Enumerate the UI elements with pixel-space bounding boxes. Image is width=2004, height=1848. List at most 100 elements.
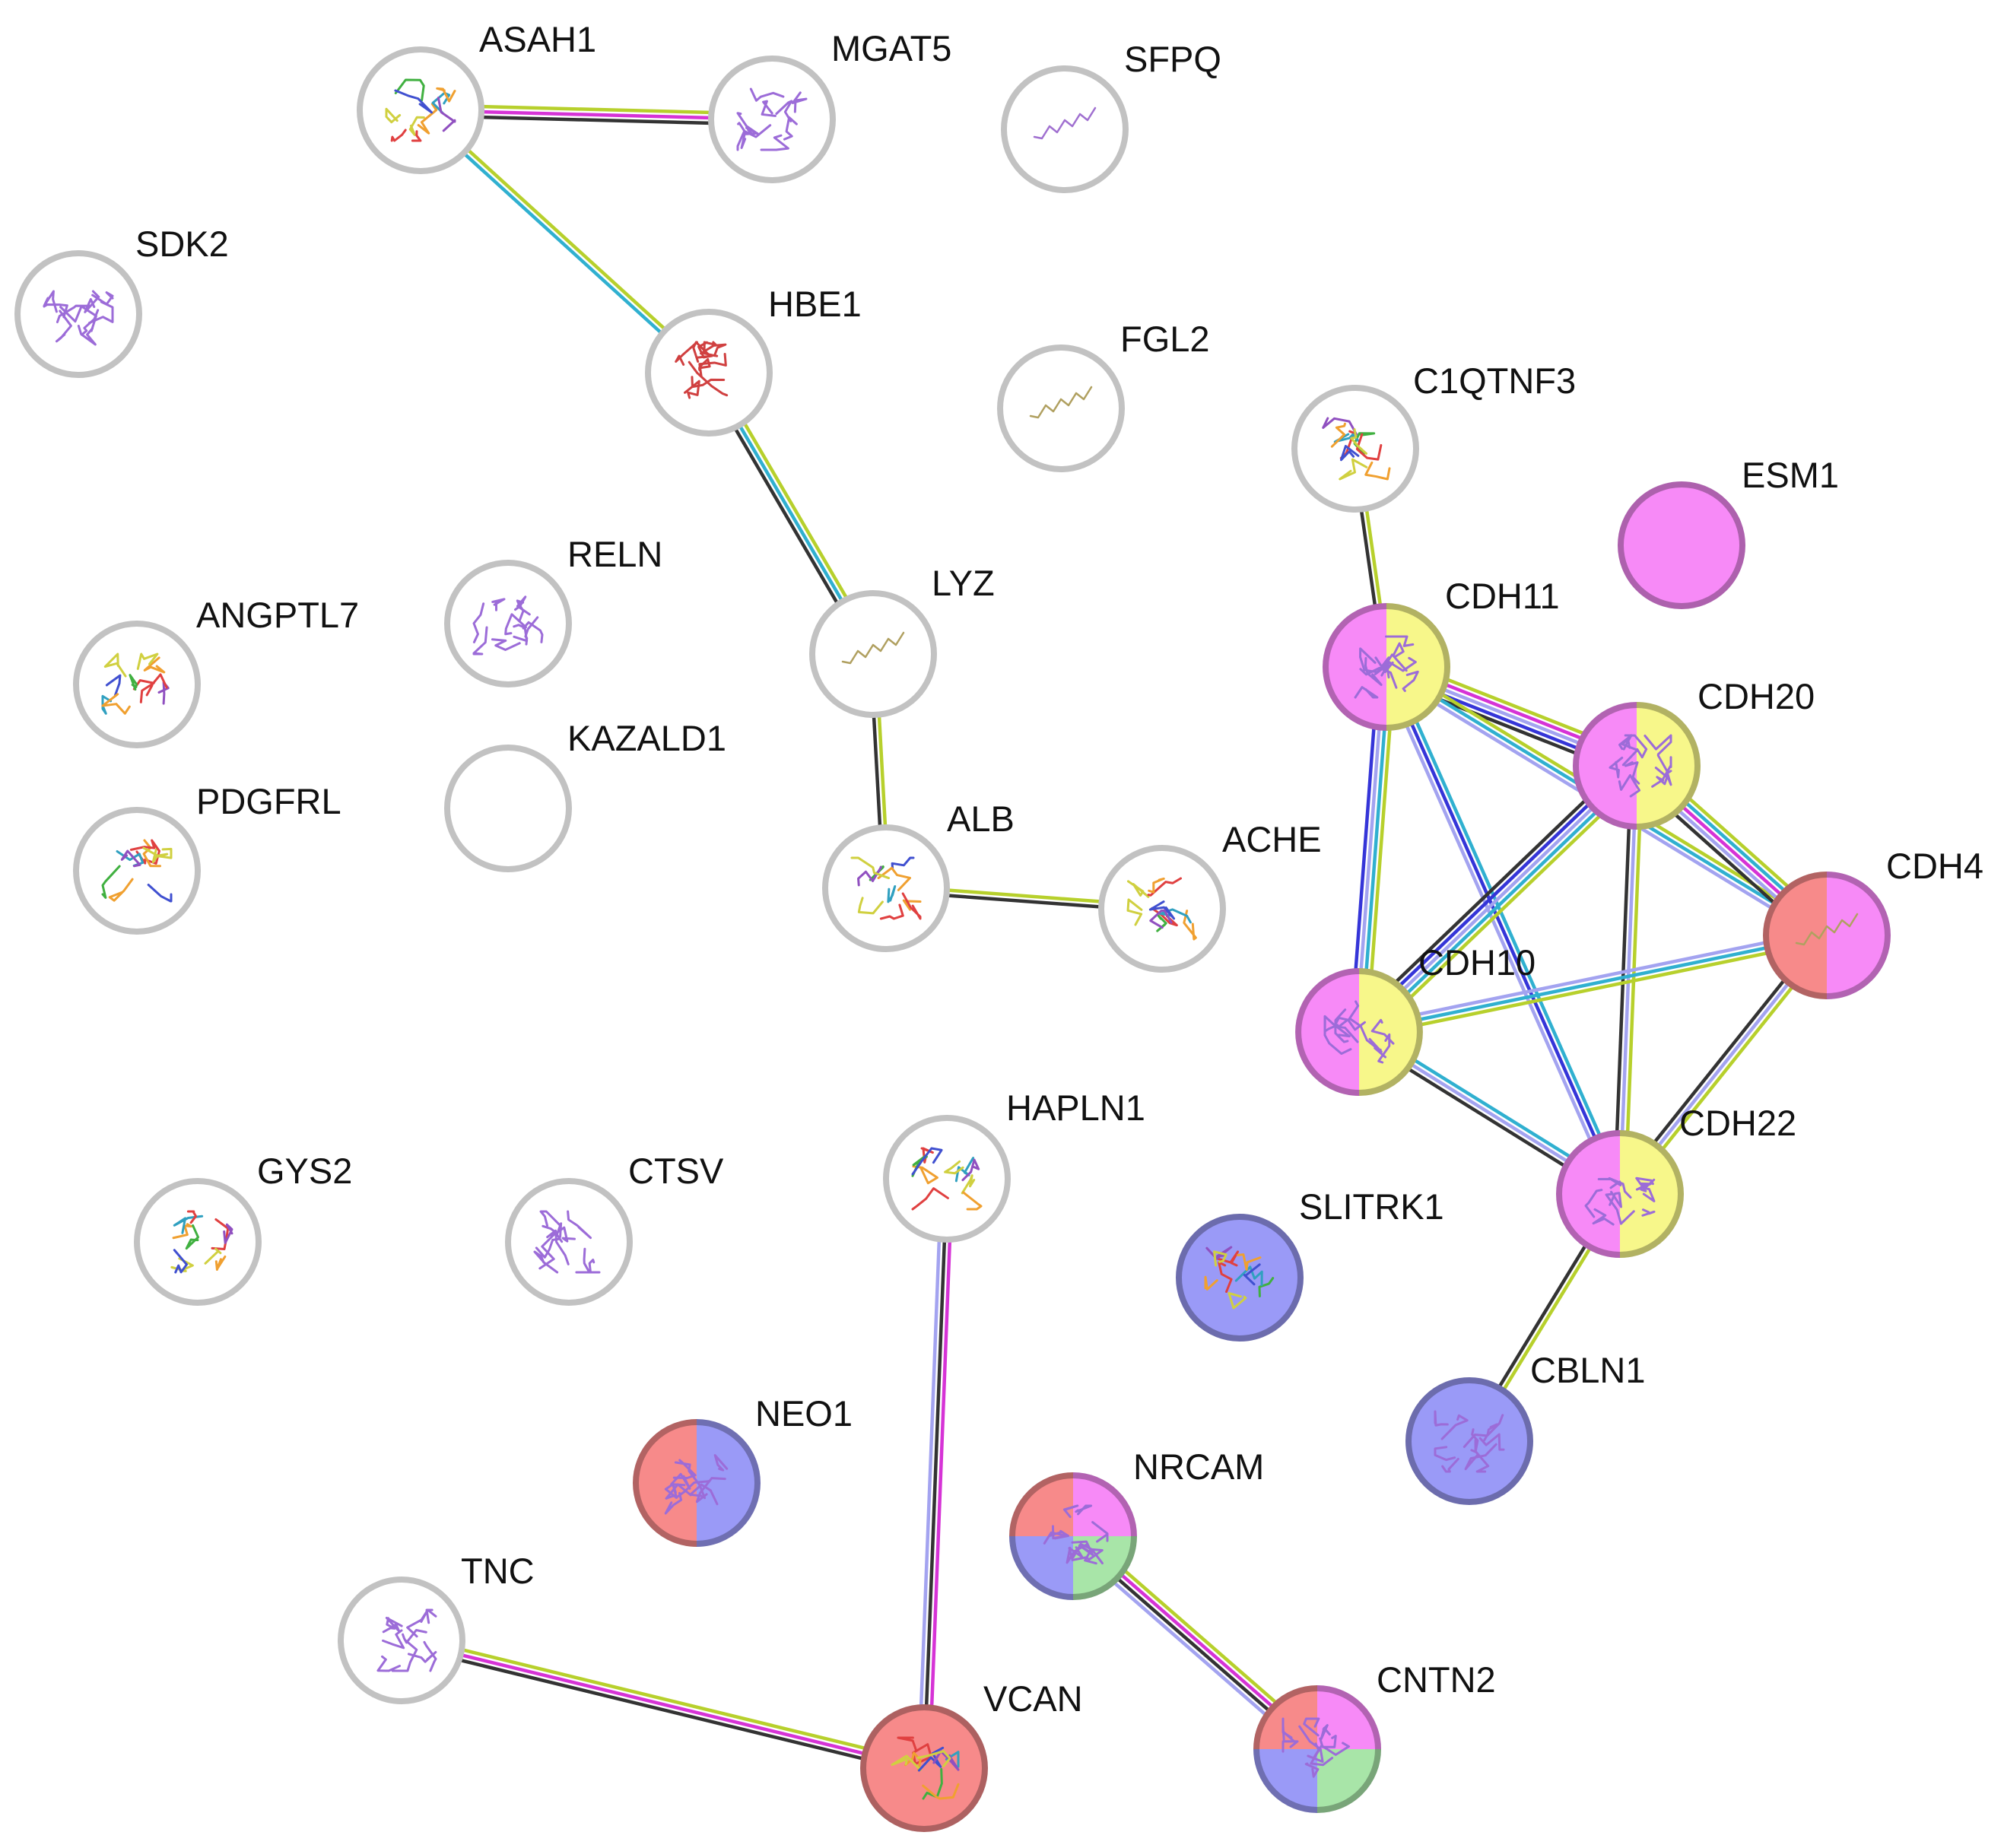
node-fgl2[interactable]: FGL2 (997, 319, 1210, 472)
node-fill-quadrant (1012, 1475, 1073, 1536)
node-sfpq[interactable]: SFPQ (1001, 39, 1221, 193)
node-ring-arc (1253, 1685, 1318, 1750)
structure-glyph (382, 1617, 396, 1634)
structure-glyph (1608, 1176, 1622, 1189)
structure-glyph (1654, 767, 1669, 786)
structure-glyph (1062, 1504, 1079, 1519)
node-pdgfrl[interactable]: PDGFRL (73, 781, 341, 935)
structure-glyph (402, 1628, 427, 1644)
node-c1qtnf3[interactable]: C1QTNF3 (1291, 360, 1576, 513)
structure-glyph (695, 1477, 726, 1503)
structure-glyph (1584, 1189, 1603, 1218)
node-gys2[interactable]: GYS2 (134, 1151, 352, 1306)
node-esm1[interactable]: ESM1 (1618, 455, 1839, 609)
node-tnc[interactable]: TNC (338, 1551, 535, 1704)
node-ache[interactable]: ACHE (1098, 819, 1322, 973)
node-fill (1004, 68, 1126, 190)
structure-glyph (43, 303, 68, 319)
node-fill (711, 59, 833, 180)
edge-tnc-vcan[interactable] (399, 1634, 926, 1775)
node-cdh4[interactable]: CDH4 (1763, 846, 1983, 999)
node-ring (809, 590, 937, 718)
node-ring (338, 1577, 465, 1704)
structure-glyph (1380, 656, 1417, 677)
node-label: GYS2 (257, 1151, 352, 1191)
node-ring-arc (1072, 1472, 1137, 1537)
node-alb[interactable]: ALB (822, 799, 1015, 952)
node-cdh11[interactable]: CDH11 (1323, 576, 1560, 731)
evidence-line-lavender (1358, 928, 1827, 1029)
structure-glyph (1218, 1261, 1233, 1294)
structure-glyph (713, 1454, 729, 1472)
node-label: ESM1 (1742, 455, 1839, 495)
node-cdh20[interactable]: CDH20 (1573, 676, 1815, 830)
structure-glyph (1339, 445, 1360, 462)
node-lyz[interactable]: LYZ (809, 563, 995, 718)
edge-cdh20-cdh10[interactable] (1350, 757, 1646, 1041)
node-ring-arc (696, 1419, 761, 1547)
node-kazald1[interactable]: KAZALD1 (444, 718, 726, 872)
node-cdh10[interactable]: CDH10 (1295, 942, 1536, 1096)
structure-glyph (120, 849, 141, 868)
node-neo1[interactable]: NEO1 (633, 1393, 853, 1547)
structure-glyph (1085, 1548, 1104, 1565)
structure-glyph (1091, 1521, 1109, 1543)
node-ring-arc (1316, 1685, 1381, 1750)
structure-glyph (1303, 1717, 1320, 1737)
structure-glyph (761, 100, 777, 117)
node-fill (76, 810, 198, 932)
node-label: CDH4 (1886, 846, 1983, 886)
node-angptl7[interactable]: ANGPTL7 (73, 595, 359, 748)
structure-glyph (204, 1247, 222, 1265)
node-asah1[interactable]: ASAH1 (357, 19, 596, 174)
node-cntn2[interactable]: CNTN2 (1253, 1659, 1496, 1813)
edge-hapln1-vcan[interactable] (916, 1178, 954, 1769)
structure-glyph (1618, 773, 1641, 798)
structure-glyph (522, 621, 544, 643)
structure-glyph (1126, 898, 1143, 926)
structure-glyph (108, 878, 134, 902)
structure-glyph (675, 341, 698, 366)
structure-glyph (385, 107, 402, 124)
node-mgat5[interactable]: MGAT5 (708, 28, 951, 183)
structure-glyph (147, 884, 173, 903)
node-cdh22[interactable]: CDH22 (1556, 1103, 1796, 1258)
node-ring (1618, 481, 1745, 609)
node-vcan[interactable]: VCAN (860, 1678, 1083, 1832)
evidence-line-yellowgreen (1359, 938, 1828, 1040)
node-cbln1[interactable]: CBLN1 (1405, 1350, 1646, 1505)
node-ring-arc (1009, 1472, 1074, 1537)
node-nrcam[interactable]: NRCAM (1009, 1446, 1264, 1600)
evidence-line-yellowgreen (402, 1634, 926, 1765)
structure-glyph (1624, 761, 1640, 785)
structure-glyph (1204, 1275, 1218, 1291)
structure-glyph (436, 87, 456, 103)
edge-asah1-hbe1[interactable] (418, 106, 712, 376)
structure-glyph (376, 1655, 401, 1672)
structure-glyph (546, 1229, 570, 1265)
node-hapln1[interactable]: HAPLN1 (883, 1088, 1145, 1243)
node-ctsv[interactable]: CTSV (505, 1151, 724, 1306)
node-ring (1098, 845, 1226, 973)
structure-glyph (961, 1158, 980, 1182)
node-reln[interactable]: RELN (444, 534, 662, 687)
node-ring (822, 824, 950, 952)
edge-cdh11-cdh22[interactable] (1380, 664, 1627, 1197)
node-sdk2[interactable]: SDK2 (14, 224, 229, 378)
structure-glyph (1312, 1742, 1351, 1760)
structure-glyph (1339, 458, 1368, 481)
structure-glyph (736, 124, 772, 151)
node-hbe1[interactable]: HBE1 (645, 284, 862, 437)
structure-glyph (901, 892, 922, 920)
structure-glyph (420, 1608, 434, 1624)
edge-cdh4-cdh10[interactable] (1358, 928, 1828, 1040)
node-label: PDGFRL (196, 781, 341, 821)
evidence-line-yellowgreen (421, 106, 712, 373)
structure-glyph (1609, 1190, 1622, 1208)
structure-glyph (539, 1210, 562, 1227)
structure-glyph (1147, 877, 1183, 897)
node-slitrk1[interactable]: SLITRK1 (1176, 1186, 1444, 1342)
node-ring (883, 1115, 1011, 1243)
structure-glyph (887, 884, 897, 903)
node-label: TNC (461, 1551, 535, 1591)
